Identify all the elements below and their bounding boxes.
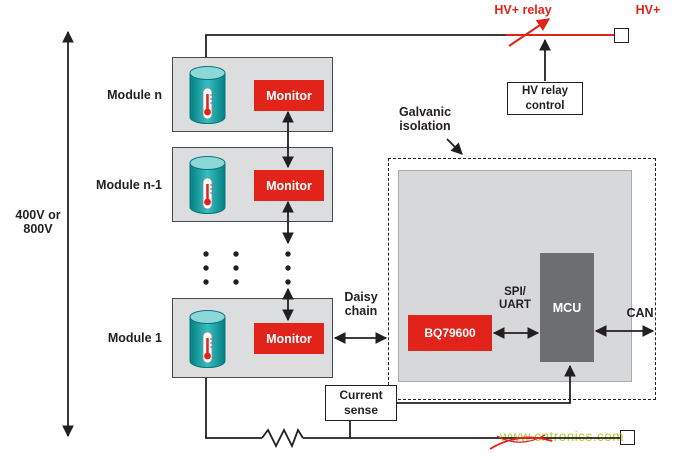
module-1-box: Monitor	[172, 298, 333, 378]
current-sense-box: Current sense	[325, 385, 397, 421]
battery-icon	[189, 156, 226, 214]
galvanic-isolation-label: Galvanic isolation	[398, 105, 452, 134]
hv-plus-wire	[205, 34, 506, 57]
relay-icon	[506, 18, 614, 47]
return-wire	[205, 378, 262, 439]
module-1-label: Module 1	[107, 331, 162, 345]
mcu-block: MCU	[540, 253, 594, 362]
bq79600-chip: BQ79600	[408, 315, 492, 351]
monitor-box: Monitor	[254, 170, 324, 201]
can-label: CAN	[626, 306, 654, 320]
thermometer-icon	[202, 87, 213, 120]
module-n-label: Module n	[107, 88, 162, 102]
thermometer-icon	[202, 331, 213, 364]
spi-uart-label: SPI/ UART	[499, 286, 531, 312]
module-n1-label: Module n-1	[96, 178, 162, 192]
hv-plus-label: HV+	[635, 3, 661, 17]
module-n-box: Monitor	[172, 57, 333, 132]
battery-icon	[189, 310, 226, 368]
galvanic-pointer-arrow	[446, 138, 463, 155]
thermometer-icon	[202, 177, 213, 210]
module-n1-box: Monitor	[172, 147, 333, 222]
battery-icon	[189, 66, 226, 124]
daisy-chain-label: Daisy chain	[344, 290, 378, 319]
hv-relay-control-box: HV relay control	[507, 82, 583, 115]
ellipsis-dots	[203, 251, 291, 285]
shunt-resistor-icon	[261, 427, 304, 449]
monitor-box: Monitor	[254, 80, 324, 111]
hv-relay-label: HV+ relay	[494, 3, 552, 17]
voltage-label: 400V or 800V	[15, 208, 61, 237]
hv-plus-terminal	[614, 28, 629, 43]
hv-minus-terminal	[620, 430, 635, 445]
watermark-text: www.cntronics.com	[500, 429, 625, 444]
monitor-box: Monitor	[254, 323, 324, 354]
